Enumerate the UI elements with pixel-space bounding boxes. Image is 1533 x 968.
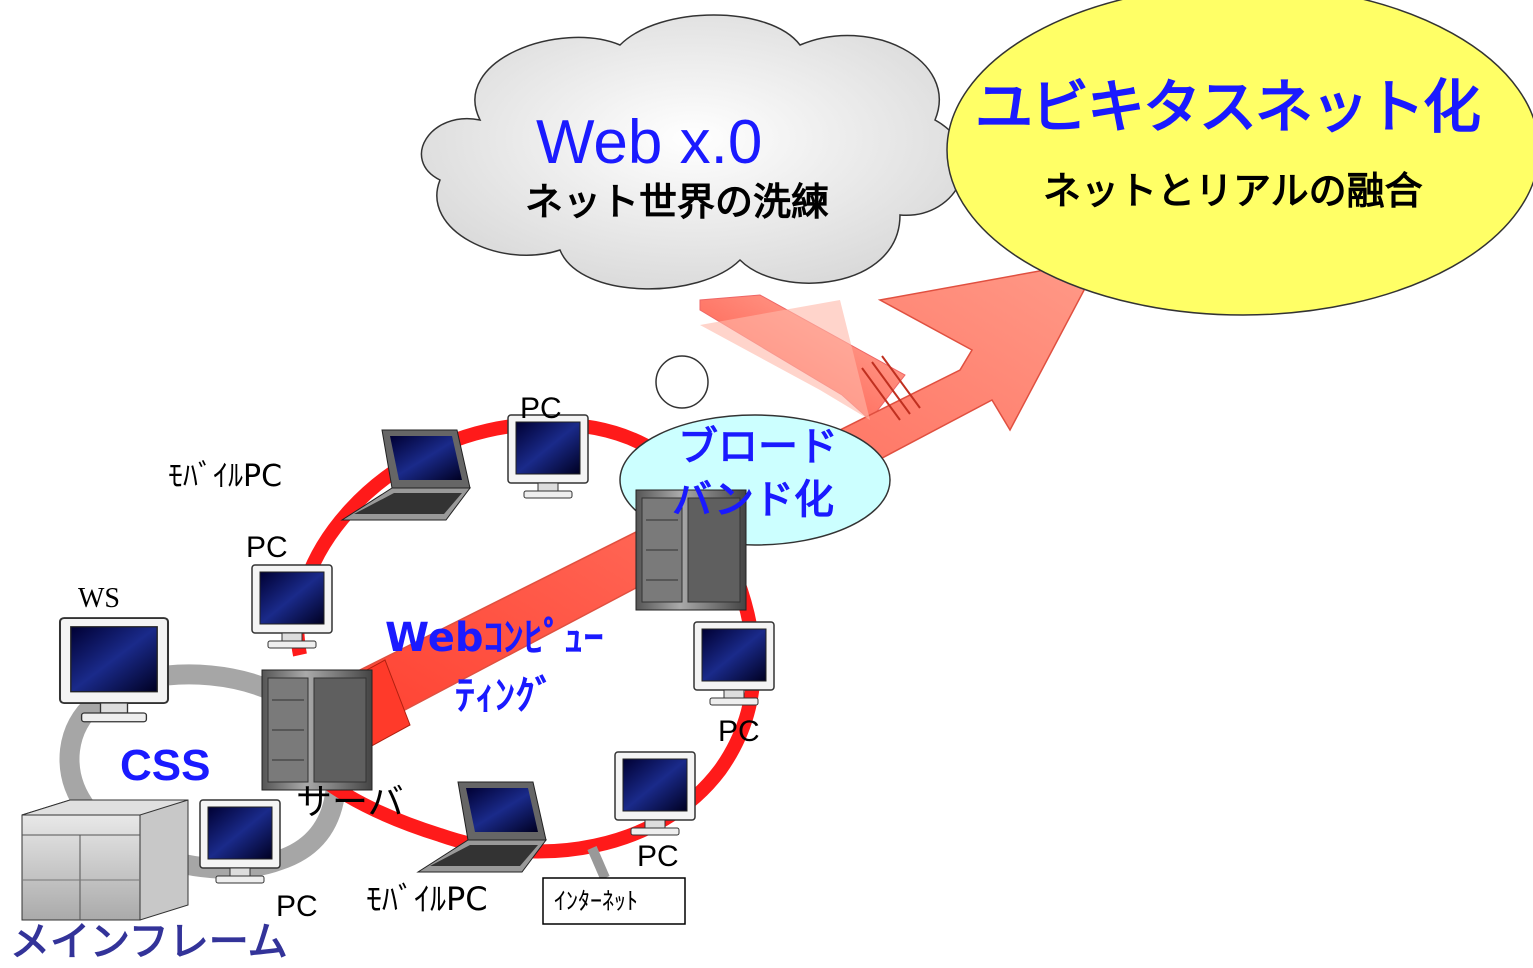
ellipse-title: ユビキタスネット化: [975, 73, 1481, 141]
pc-right-icon: [693, 621, 775, 706]
internet-line: [587, 846, 610, 880]
broadband-line-1: ブロード: [678, 424, 838, 470]
cloud-title: Web x.0: [536, 108, 763, 177]
broadband-line-2: バンド化: [672, 477, 834, 523]
web-computing-label-1: Webｺﾝﾋﾟｭｰ: [385, 615, 604, 661]
css-label: CSS: [120, 741, 211, 790]
pc-top-icon: [507, 414, 589, 499]
internet-box: [542, 877, 686, 925]
server-label: サーバ: [296, 782, 404, 823]
internet-label: ｲﾝﾀｰﾈｯﾄ: [554, 887, 638, 915]
pc-bottom-left-label: PC: [276, 890, 318, 923]
cloud-shape: [420, 14, 965, 290]
thought-bubble-small: [655, 355, 709, 409]
pc-left-icon: [251, 564, 333, 649]
mobile-pc-bottom-label: ﾓﾊﾞｲﾙPC: [366, 880, 488, 918]
web-computing-label-2: ﾃｨﾝｸﾞ: [455, 673, 555, 719]
ellipse-subtitle: ネットとリアルの融合: [1043, 169, 1423, 213]
pc-right-label: PC: [718, 715, 760, 748]
mobile-pc-top-label: ﾓﾊﾞｲﾙPC: [168, 459, 283, 494]
ubiquitous-ellipse: [946, 0, 1533, 316]
ws-label: WS: [78, 583, 120, 614]
pc-left-label: PC: [246, 531, 288, 564]
pc-bottom-right-label: PC: [637, 840, 679, 873]
mainframe-icon: [21, 799, 189, 921]
mainframe-label: メインフレーム: [10, 919, 288, 965]
server-icon: [261, 669, 373, 791]
pc-bottom-right-icon: [614, 751, 696, 836]
cloud-subtitle: ネット世界の洗練: [525, 180, 830, 224]
ws-icon: [58, 616, 170, 723]
pc-top-label: PC: [520, 392, 562, 425]
